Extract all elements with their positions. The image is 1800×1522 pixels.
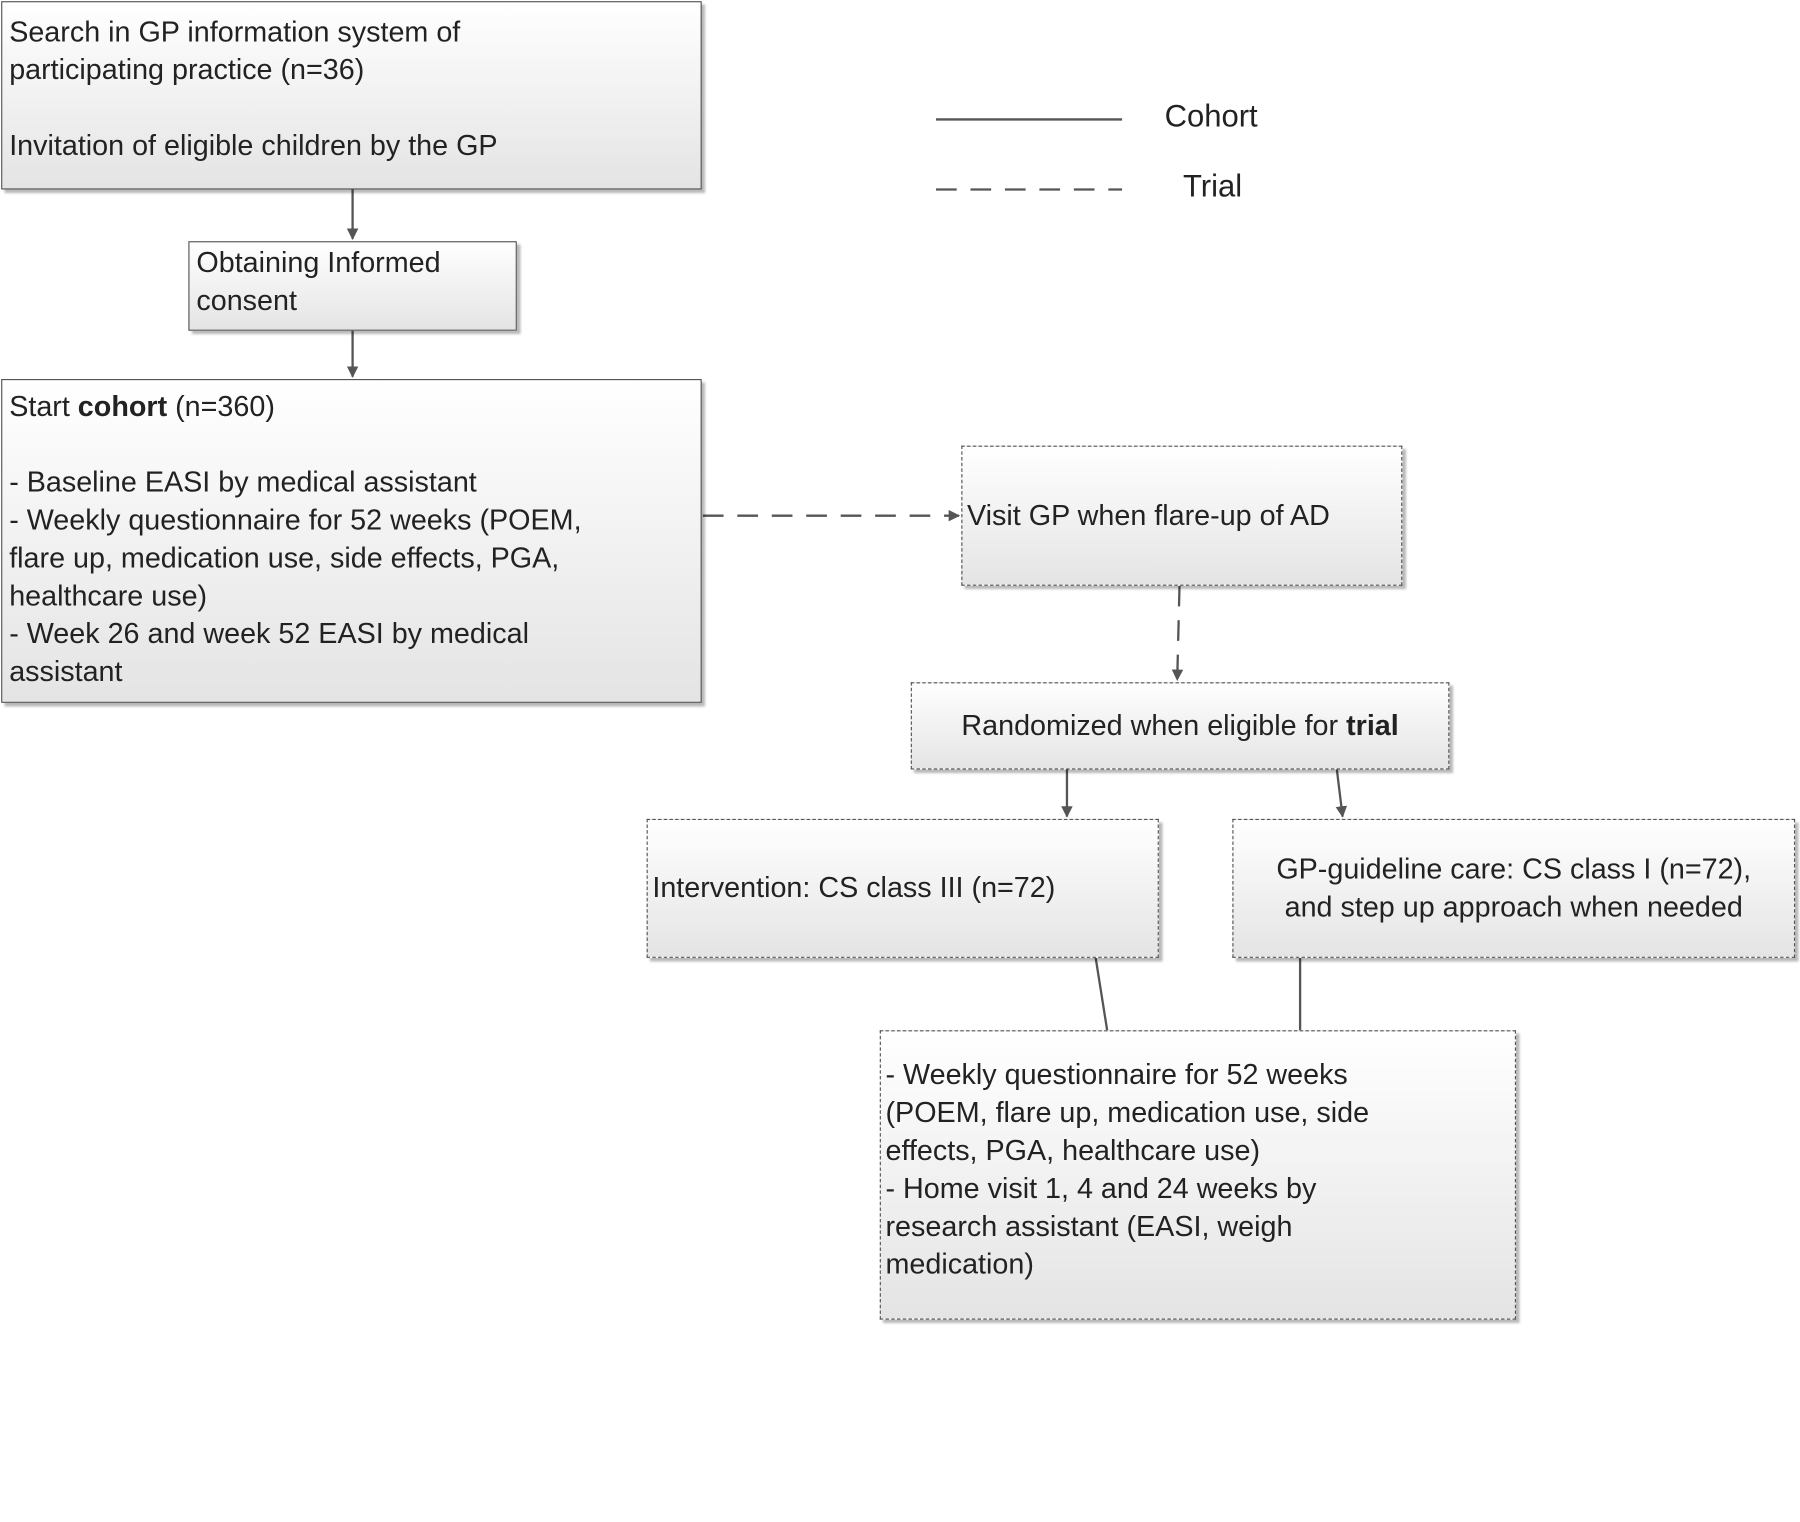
followup-line-4: - Home visit 1, 4 and 24 weeks by bbox=[885, 1172, 1317, 1205]
cohort-line-5: - Week 26 and week 52 EASI by medical bbox=[9, 617, 529, 651]
guideline-care-box: GP-guideline care: CS class I (n=72), an… bbox=[1232, 818, 1796, 958]
followup-box: - Weekly questionnaire for 52 weeks (POE… bbox=[879, 1030, 1517, 1320]
guideline-line-1: GP-guideline care: CS class I (n=72), bbox=[1276, 852, 1752, 885]
guideline-line-2: and step up approach when needed bbox=[1284, 890, 1743, 923]
cohort-line-3: flare up, medication use, side effects, … bbox=[9, 542, 560, 575]
line-intervention-to-followup bbox=[1094, 957, 1109, 1031]
search-line-1: Search in GP information system of bbox=[9, 16, 461, 49]
followup-line-3: effects, PGA, healthcare use) bbox=[885, 1134, 1261, 1167]
randomized-text: Randomized when eligible for trial bbox=[961, 707, 1398, 745]
randomized-bold: trial bbox=[1346, 709, 1399, 742]
followup-line-6: medication) bbox=[885, 1248, 1034, 1281]
cohort-box: Start cohort (n=360) - Baseline EASI by … bbox=[1, 379, 702, 703]
cohort-line-1: - Baseline EASI by medical assistant bbox=[9, 466, 477, 499]
visit-gp-text: Visit GP when flare-up of AD bbox=[967, 499, 1330, 532]
search-box: Search in GP information system of parti… bbox=[1, 1, 702, 190]
randomized-box: Randomized when eligible for trial bbox=[910, 682, 1450, 770]
search-line-2: participating practice (n=36) bbox=[9, 53, 365, 87]
consent-box: Obtaining Informed consent bbox=[188, 241, 517, 331]
arrow-randomized-to-guideline bbox=[1335, 769, 1348, 818]
connector-layer bbox=[346, 118, 1348, 1031]
visit-gp-box: Visit GP when flare-up of AD bbox=[961, 445, 1403, 586]
cohort-title-bold: cohort bbox=[77, 390, 168, 423]
cohort-title: Start cohort (n=360) bbox=[9, 388, 694, 426]
cohort-line-2: - Weekly questionnaire for 52 weeks (POE… bbox=[9, 504, 582, 537]
search-line-3: Invitation of eligible children by the G… bbox=[9, 129, 498, 162]
cohort-line-4: healthcare use) bbox=[9, 579, 208, 613]
intervention-box: Intervention: CS class III (n=72) bbox=[646, 818, 1159, 958]
followup-line-1: - Weekly questionnaire for 52 weeks bbox=[885, 1058, 1348, 1092]
cohort-line-6: assistant bbox=[9, 655, 123, 688]
legend-cohort-label: Cohort bbox=[1164, 98, 1258, 134]
legend-trial-label: Trial bbox=[1182, 168, 1243, 204]
cohort-title-suffix: (n=360) bbox=[167, 390, 275, 423]
randomized-prefix: Randomized when eligible for bbox=[961, 709, 1347, 742]
intervention-text: Intervention: CS class III (n=72) bbox=[652, 871, 1056, 904]
consent-line-2: consent bbox=[196, 284, 297, 317]
cohort-title-prefix: Start bbox=[9, 390, 78, 423]
followup-line-5: research assistant (EASI, weigh bbox=[885, 1210, 1293, 1243]
consent-line-1: Obtaining Informed bbox=[196, 246, 441, 280]
arrow-visit-to-randomized bbox=[1171, 585, 1184, 682]
followup-line-2: (POEM, flare up, medication use, side bbox=[885, 1096, 1370, 1129]
